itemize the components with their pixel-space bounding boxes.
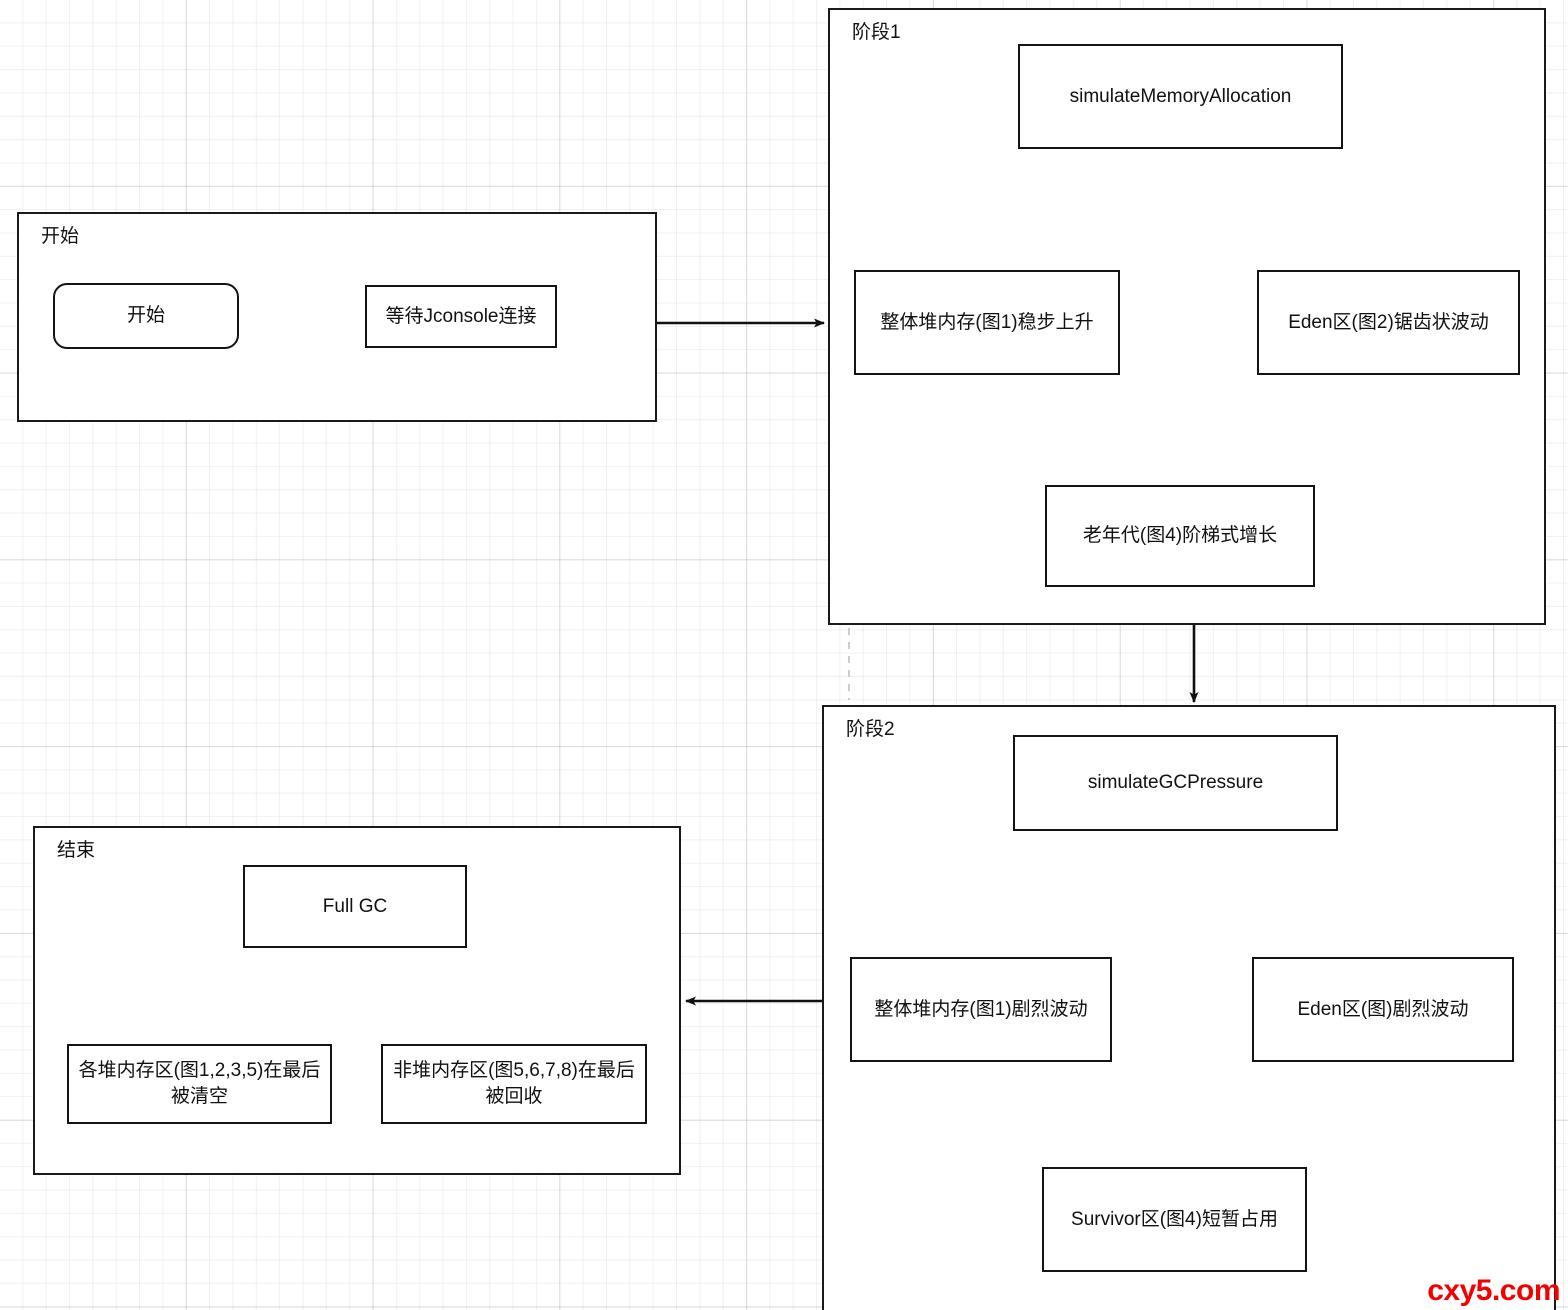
node-eden-sawtooth[interactable]: Eden区(图2)锯齿状波动 — [1257, 270, 1520, 375]
group-phase2-label: 阶段2 — [846, 719, 895, 740]
group-start-label: 开始 — [41, 226, 80, 247]
node-heap-overall-rise-label: 整体堆内存(图1)稳步上升 — [880, 311, 1094, 333]
node-survivor-brief[interactable]: Survivor区(图4)短暂占用 — [1042, 1167, 1307, 1272]
node-wait-jconsole-label: 等待Jconsole连接 — [385, 305, 537, 327]
node-eden-violent-label: Eden区(图)剧烈波动 — [1297, 998, 1469, 1020]
node-start-terminal-label: 开始 — [126, 305, 165, 327]
node-survivor-brief-label: Survivor区(图4)短暂占用 — [1071, 1208, 1278, 1230]
node-heap-overall-violent[interactable]: 整体堆内存(图1)剧烈波动 — [850, 957, 1112, 1062]
node-heap-overall-violent-label: 整体堆内存(图1)剧烈波动 — [874, 998, 1088, 1020]
group-phase1-label: 阶段1 — [852, 22, 901, 43]
node-oldgen-step-growth-label: 老年代(图4)阶梯式增长 — [1082, 525, 1278, 547]
node-simulate-gc-pressure-label: simulateGCPressure — [1087, 772, 1264, 794]
node-simulate-gc-pressure[interactable]: simulateGCPressure — [1013, 735, 1338, 831]
node-simulate-memory-allocation-label: simulateMemoryAllocation — [1069, 85, 1292, 107]
group-end-label: 结束 — [57, 840, 96, 861]
node-nonheap-areas-reclaimed-label: 非堆内存区(图5,6,7,8)在最后被回收 — [393, 1060, 635, 1107]
watermark: cxy5.com — [1427, 1274, 1560, 1307]
node-eden-violent[interactable]: Eden区(图)剧烈波动 — [1252, 957, 1514, 1062]
node-oldgen-step-growth[interactable]: 老年代(图4)阶梯式增长 — [1045, 485, 1315, 587]
node-heap-areas-cleared-label: 各堆内存区(图1,2,3,5)在最后被清空 — [78, 1060, 321, 1107]
node-heap-areas-cleared[interactable]: 各堆内存区(图1,2,3,5)在最后被清空 — [67, 1044, 332, 1124]
node-start-terminal[interactable]: 开始 — [53, 283, 239, 349]
node-nonheap-areas-reclaimed[interactable]: 非堆内存区(图5,6,7,8)在最后被回收 — [381, 1044, 647, 1124]
node-full-gc[interactable]: Full GC — [243, 865, 467, 948]
node-simulate-memory-allocation[interactable]: simulateMemoryAllocation — [1018, 44, 1343, 149]
node-eden-sawtooth-label: Eden区(图2)锯齿状波动 — [1288, 311, 1489, 333]
node-wait-jconsole[interactable]: 等待Jconsole连接 — [365, 285, 557, 348]
node-heap-overall-rise[interactable]: 整体堆内存(图1)稳步上升 — [854, 270, 1120, 375]
node-full-gc-label: Full GC — [322, 895, 388, 917]
